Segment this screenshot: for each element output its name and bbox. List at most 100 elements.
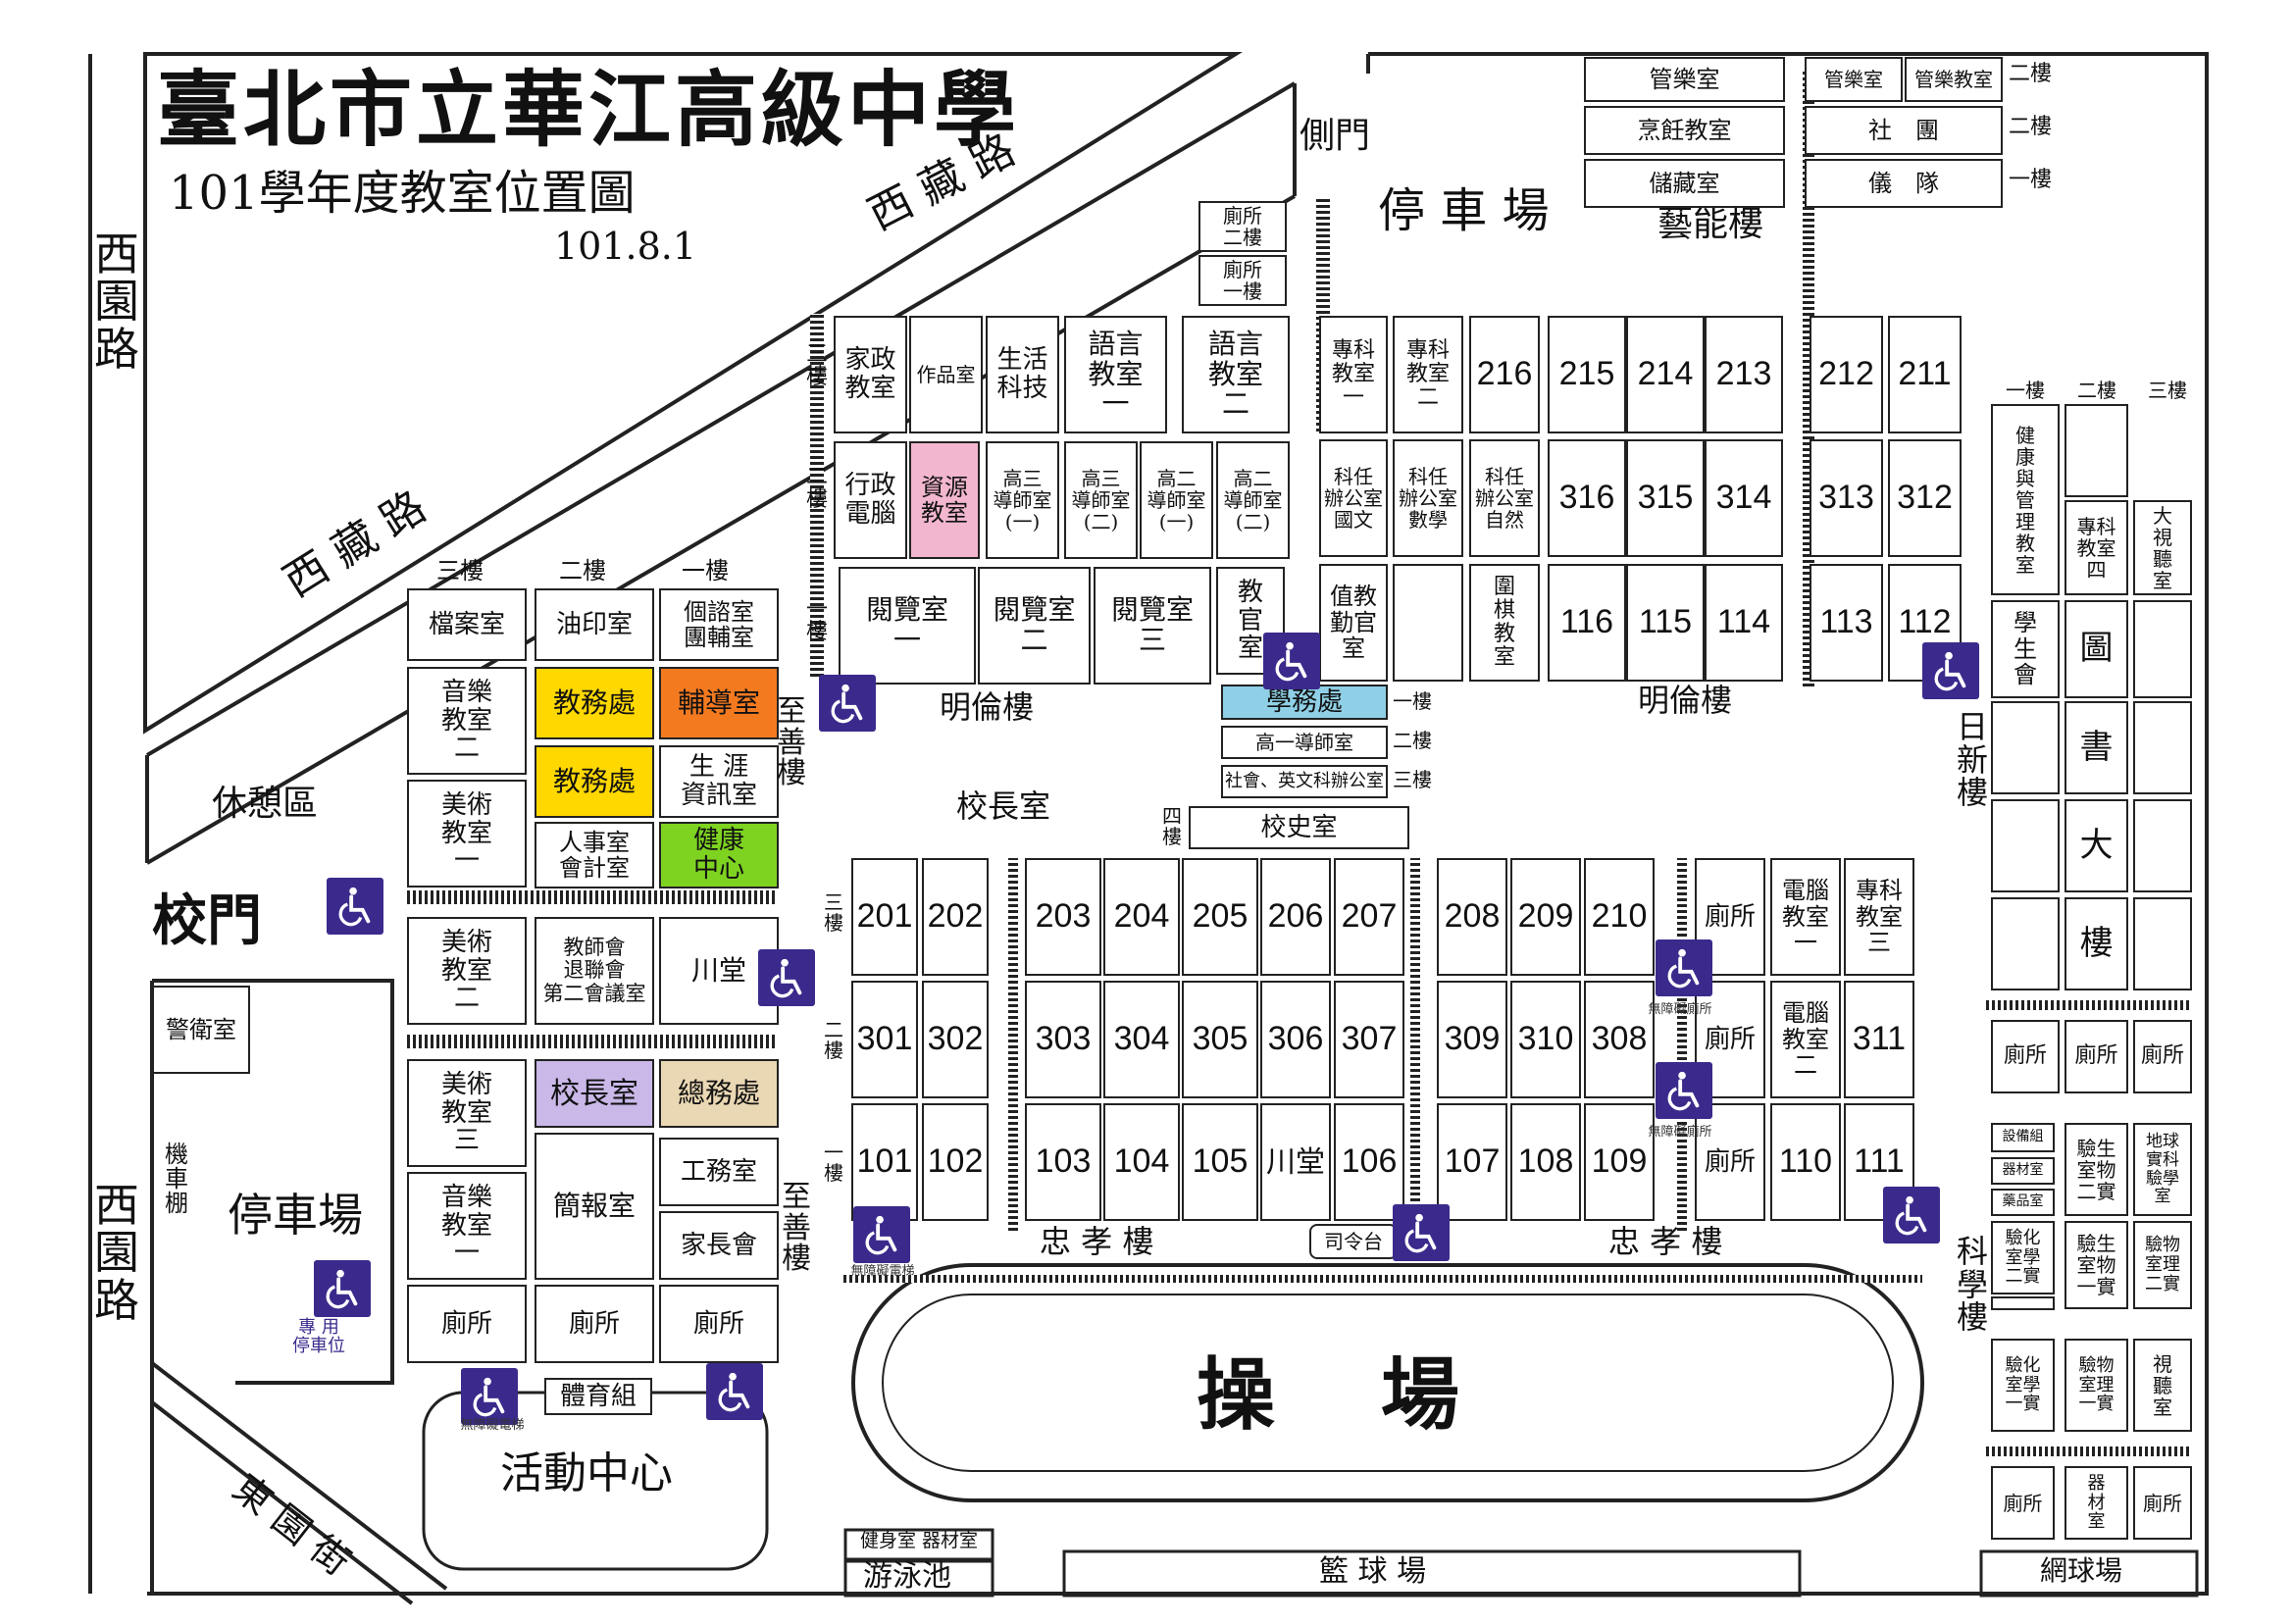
room-113[interactable]: 113 xyxy=(1810,564,1883,682)
room-student-affairs[interactable]: 學務處 xyxy=(1221,685,1388,720)
room-guanyue-classroom[interactable]: 管樂教室 xyxy=(1905,57,2003,102)
room-301[interactable]: 301 xyxy=(851,981,918,1098)
room-302[interactable]: 302 xyxy=(922,981,989,1098)
room-316[interactable]: 316 xyxy=(1548,439,1626,557)
room-teachers-union[interactable]: 教師會 退聯會 第二會議室 xyxy=(535,917,654,1025)
toilet-sci-3[interactable]: 廁所 xyxy=(2133,1020,2192,1093)
room-library-1[interactable]: 圖 xyxy=(2065,600,2128,698)
room-home-economics[interactable]: 家政 教室 xyxy=(834,316,907,433)
room-living-tech[interactable]: 生活 科技 xyxy=(986,316,1059,433)
room-blank-2f[interactable] xyxy=(2065,404,2128,497)
room-equipment-group[interactable]: 設備組 xyxy=(1991,1123,2055,1152)
room-202[interactable]: 202 xyxy=(922,858,989,976)
room-library-4[interactable]: 樓 xyxy=(2065,897,2128,990)
room-blank-r5[interactable] xyxy=(2133,799,2192,892)
room-club[interactable]: 社 團 xyxy=(1805,106,2003,155)
toilet-sci-1[interactable]: 廁所 xyxy=(1991,1020,2060,1093)
room-307[interactable]: 307 xyxy=(1334,981,1404,1098)
room-103[interactable]: 103 xyxy=(1025,1103,1101,1221)
room-equipment-store[interactable]: 器材室 xyxy=(1991,1157,2055,1185)
room-av-hall[interactable]: 大 視 聽 室 xyxy=(2133,500,2192,595)
room-102[interactable]: 102 xyxy=(922,1103,989,1221)
room-guanyue-2[interactable]: 管樂室 xyxy=(1805,57,1903,102)
room-senior2-office-1[interactable]: 高二 導師室 (一) xyxy=(1140,441,1213,559)
room-equipment-sci[interactable]: 器 材 室 xyxy=(2065,1466,2128,1540)
room-213[interactable]: 213 xyxy=(1705,316,1783,433)
room-computer-2[interactable]: 電腦 教室 二 xyxy=(1770,981,1841,1098)
room-104[interactable]: 104 xyxy=(1103,1103,1180,1221)
room-academic-affairs-1[interactable]: 教務處 xyxy=(535,667,654,739)
room-library-3[interactable]: 大 xyxy=(2065,799,2128,892)
room-106[interactable]: 106 xyxy=(1334,1103,1404,1221)
room-210[interactable]: 210 xyxy=(1584,858,1655,976)
room-academic-affairs-2[interactable]: 教務處 xyxy=(535,745,654,818)
room-305[interactable]: 305 xyxy=(1182,981,1258,1098)
room-bio-lab-1[interactable]: 驗生 室物 一實 xyxy=(2065,1221,2128,1309)
toilet-left-1[interactable]: 廁所 xyxy=(407,1285,527,1363)
room-109[interactable]: 109 xyxy=(1584,1103,1655,1221)
room-counseling-private[interactable]: 個諮室 團輔室 xyxy=(659,588,779,661)
room-chem-lab-1[interactable]: 驗化 室學 一實 xyxy=(1991,1339,2055,1432)
room-108[interactable]: 108 xyxy=(1510,1103,1581,1221)
room-senior3-office-1[interactable]: 高三 導師室 (一) xyxy=(986,441,1059,559)
room-senior3-office-2[interactable]: 高三 導師室 (二) xyxy=(1064,441,1138,559)
room-art-2[interactable]: 美術 教室 二 xyxy=(407,917,527,1025)
guard-room[interactable]: 警衛室 xyxy=(152,986,250,1074)
toilet-sci-5[interactable]: 廁所 xyxy=(2133,1466,2192,1540)
room-health-center[interactable]: 健康 中心 xyxy=(659,822,779,888)
room-309[interactable]: 309 xyxy=(1437,981,1507,1098)
room-music-2[interactable]: 音樂 教室 二 xyxy=(407,667,527,775)
room-history[interactable]: 校史室 xyxy=(1189,806,1409,849)
room-earth-sci-lab[interactable]: 地球 實科 驗學 室 xyxy=(2133,1123,2192,1216)
room-blank-r1[interactable] xyxy=(2133,600,2192,698)
room-201[interactable]: 201 xyxy=(851,858,918,976)
room-art-3[interactable]: 美術 教室 三 xyxy=(407,1059,527,1167)
toilet-sci-2[interactable]: 廁所 xyxy=(2065,1020,2128,1093)
room-314[interactable]: 314 xyxy=(1705,439,1783,557)
toilet-left-3[interactable]: 廁所 xyxy=(659,1285,779,1363)
toilet-1f[interactable]: 廁所 一樓 xyxy=(1198,255,1287,306)
room-special-1[interactable]: 專科 教室 一 xyxy=(1319,316,1388,433)
room-health-mgmt[interactable]: 健 康 與 管 理 教 室 xyxy=(1991,404,2060,595)
room-cooking[interactable]: 烹飪教室 xyxy=(1584,106,1785,155)
room-chemicals[interactable] xyxy=(1991,1296,2055,1310)
room-art-1[interactable]: 美術 教室 一 xyxy=(407,780,527,888)
room-116[interactable]: 116 xyxy=(1548,564,1626,682)
room-blank[interactable] xyxy=(1393,564,1463,682)
room-205[interactable]: 205 xyxy=(1182,858,1258,976)
room-blank-r6[interactable] xyxy=(1991,897,2060,990)
toilet-zx1[interactable]: 廁所 xyxy=(1695,1103,1765,1221)
room-206[interactable]: 206 xyxy=(1260,858,1331,976)
room-blank-r4[interactable] xyxy=(1991,799,2060,892)
room-honor-guard[interactable]: 儀 隊 xyxy=(1805,159,2003,208)
room-personnel-accounting[interactable]: 人事室 會計室 xyxy=(535,822,654,888)
room-chemical-store[interactable]: 藥品室 xyxy=(1991,1189,2055,1216)
room-105[interactable]: 105 xyxy=(1182,1103,1258,1221)
room-computer-1[interactable]: 電腦 教室 一 xyxy=(1770,858,1841,976)
room-reading-1[interactable]: 閱覽室 一 xyxy=(839,567,976,685)
room-208[interactable]: 208 xyxy=(1437,858,1507,976)
room-214[interactable]: 214 xyxy=(1626,316,1705,433)
room-reading-3[interactable]: 閱覽室 三 xyxy=(1094,567,1211,685)
room-313[interactable]: 313 xyxy=(1810,439,1883,557)
room-315[interactable]: 315 xyxy=(1626,439,1705,557)
room-career-info[interactable]: 生 涯 資訊室 xyxy=(659,745,779,818)
room-211[interactable]: 211 xyxy=(1888,316,1962,433)
room-chinese-office[interactable]: 科任 辦公室 國文 xyxy=(1319,439,1388,557)
room-110[interactable]: 110 xyxy=(1770,1103,1841,1221)
room-senior2-office-2[interactable]: 高二 導師室 (二) xyxy=(1216,441,1290,559)
room-briefing[interactable]: 簡報室 xyxy=(535,1133,654,1280)
room-storage[interactable]: 儲藏室 xyxy=(1584,159,1785,208)
room-115[interactable]: 115 xyxy=(1626,564,1705,682)
room-archive[interactable]: 檔案室 xyxy=(407,588,527,661)
toilet-2f[interactable]: 廁所 二樓 xyxy=(1198,201,1287,252)
room-303[interactable]: 303 xyxy=(1025,981,1101,1098)
room-works-affairs[interactable]: 工務室 xyxy=(659,1138,779,1206)
room-bio-lab-2[interactable]: 驗生 室物 二實 xyxy=(2065,1123,2128,1216)
room-duty-officer[interactable]: 值教 勤官 室 xyxy=(1319,564,1388,682)
room-216[interactable]: 216 xyxy=(1469,316,1540,433)
room-215[interactable]: 215 xyxy=(1548,316,1626,433)
room-guanyue-1[interactable]: 管樂室 xyxy=(1584,57,1785,102)
room-304[interactable]: 304 xyxy=(1103,981,1180,1098)
room-av-room[interactable]: 視 聽 室 xyxy=(2133,1339,2192,1432)
